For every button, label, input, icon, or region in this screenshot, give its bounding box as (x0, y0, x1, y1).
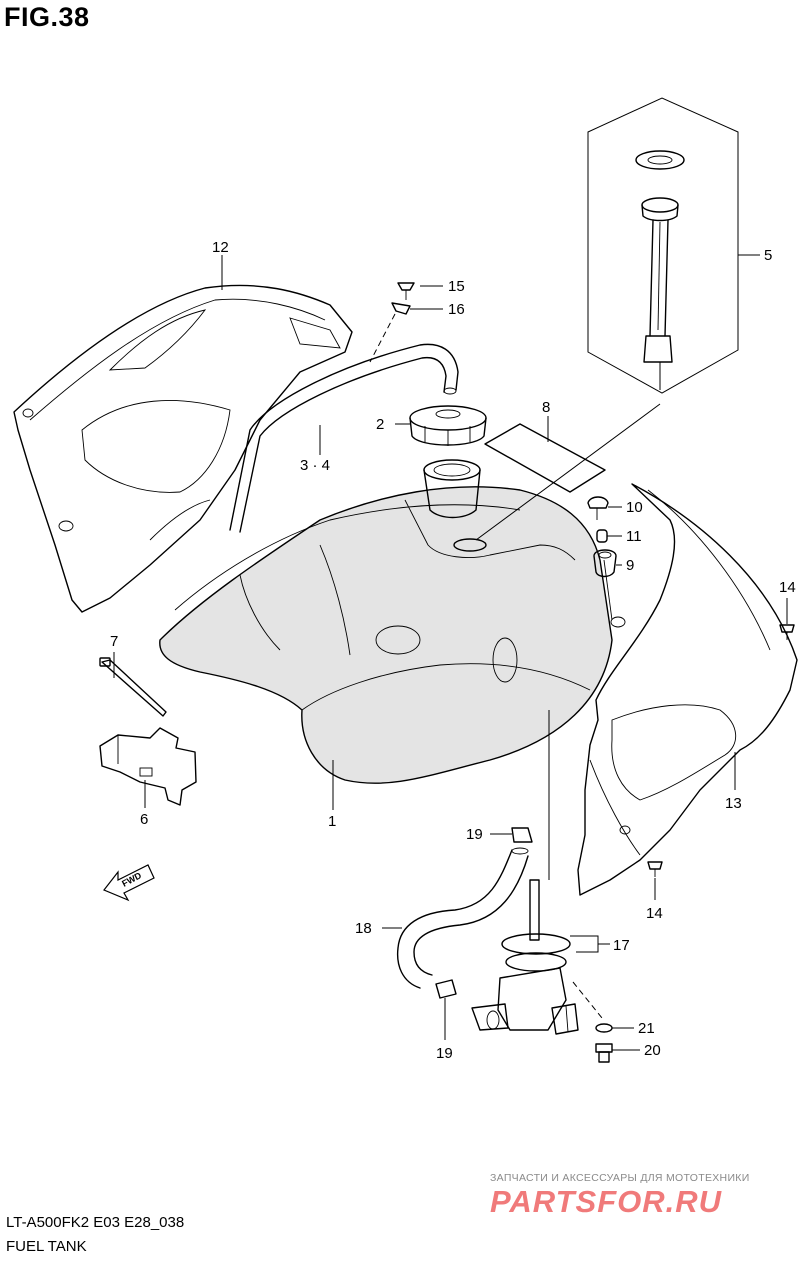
callout-14-lower: 14 (646, 905, 663, 922)
callout-18: 18 (355, 920, 372, 937)
part-20-bolt (595, 1043, 613, 1063)
callout-10: 10 (626, 499, 643, 516)
part-6-clamp (99, 727, 197, 806)
figure-title: FIG.38 (4, 2, 90, 32)
part-21-washer (595, 1023, 613, 1033)
watermark-tagline: ЗАПЧАСТИ И АКСЕССУАРЫ ДЛЯ МОТОТЕХНИКИ (490, 1172, 750, 1184)
callout-17: 17 (613, 937, 630, 954)
callout-9: 9 (626, 557, 634, 574)
callout-2: 2 (376, 416, 384, 433)
callout-15: 15 (448, 278, 465, 295)
part-14-rivet-upper (779, 624, 795, 640)
model-code: LT-A500FK2 E03 E28_038 (6, 1214, 185, 1231)
callout-13: 13 (725, 795, 742, 812)
callout-1: 1 (328, 813, 336, 830)
callout-labels: 12 2 3 · 4 5 8 10 11 9 14 13 15 16 1 7 6… (110, 239, 796, 1062)
callout-11: 11 (626, 528, 642, 545)
part-5-fuel-level-sensor (587, 97, 739, 394)
dash-15-16 (369, 313, 396, 363)
watermark-brand: PARTSFOR.RU (490, 1184, 723, 1219)
part-7-tie-band (99, 657, 167, 717)
part-10-bolt (587, 496, 609, 520)
callout-19-lower: 19 (436, 1045, 453, 1062)
callout-16: 16 (448, 301, 465, 318)
part-13-right-side-cover (577, 483, 798, 896)
lead-5-to-tank (475, 403, 661, 541)
fuel-cock-assembly (471, 879, 579, 1035)
part-16-clip (391, 302, 411, 315)
part-14-rivet-lower (647, 861, 663, 877)
callout-3-4: 3 · 4 (300, 457, 330, 474)
dash-cock-21 (572, 981, 603, 1019)
part-3-4-breather-hose (229, 343, 459, 533)
part-19-hose-clip-upper (511, 827, 533, 843)
callout-20: 20 (644, 1042, 661, 1059)
part-2-fuel-cap (409, 405, 487, 446)
callout-12: 12 (212, 239, 229, 256)
fwd-arrow-icon: FWD (103, 864, 155, 902)
part-9-cushion (593, 549, 617, 578)
callout-8: 8 (542, 399, 550, 416)
part-12-left-side-cover (13, 284, 353, 613)
part-1-fuel-tank (159, 459, 626, 784)
callout-21: 21 (638, 1020, 655, 1037)
part-18-fuel-hose (396, 847, 529, 989)
callout-7: 7 (110, 633, 118, 650)
section-name: FUEL TANK (6, 1238, 87, 1255)
part-15-screw (397, 282, 415, 300)
part-8-pad (484, 423, 606, 493)
callout-19-upper: 19 (466, 826, 483, 843)
callout-14-upper: 14 (779, 579, 796, 596)
callout-5: 5 (764, 247, 772, 264)
part-19-hose-clip-lower (435, 979, 457, 999)
part-11-collar (596, 529, 608, 543)
callout-6: 6 (140, 811, 148, 828)
leader-lines (113, 254, 788, 1051)
